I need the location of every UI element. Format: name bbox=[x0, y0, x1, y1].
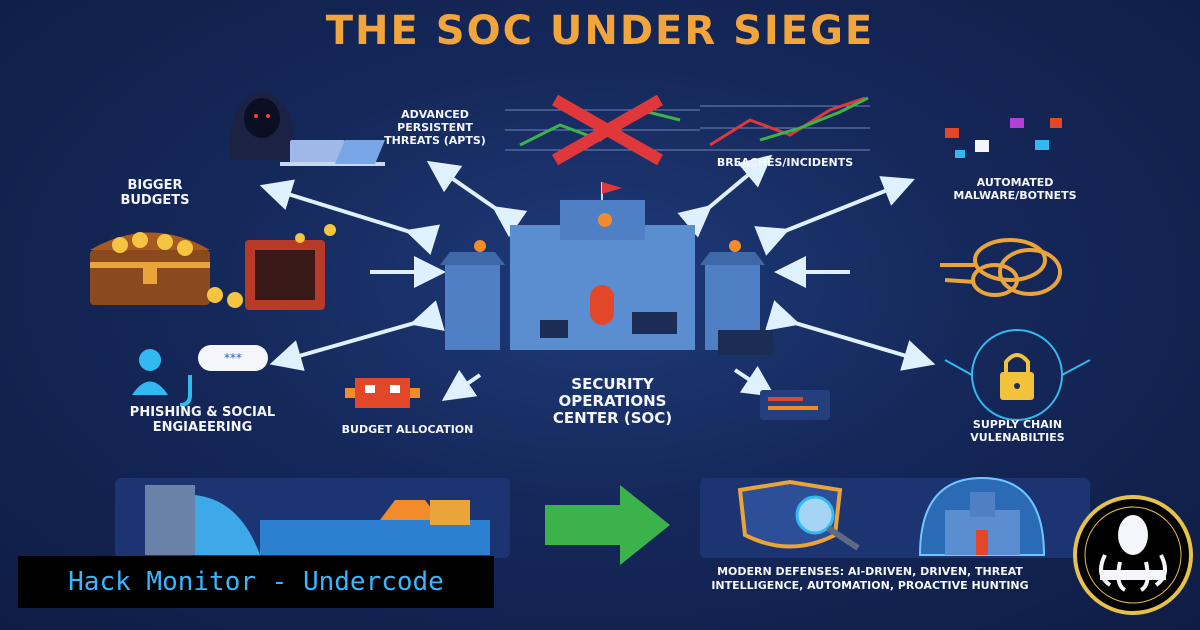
label-apts: ADVANCED PERSISTENT THREATS (APTS) bbox=[384, 108, 486, 147]
label-phishing: PHISHING & SOCIAL ENGIAEERING bbox=[129, 405, 276, 435]
person-hook-chat-icon: *** bbox=[132, 345, 268, 407]
svg-text:***: *** bbox=[224, 351, 242, 365]
octopus-logo-icon bbox=[1073, 495, 1193, 615]
pixel-monster-icon bbox=[345, 378, 420, 408]
treasure-chest-icon bbox=[90, 224, 336, 310]
label-malware: AUTOMATED MALWARE/BOTNETS bbox=[953, 176, 1077, 202]
castle-icon bbox=[440, 182, 773, 355]
label-breaches: BREACHES/INCIDENTS bbox=[716, 156, 854, 169]
shield-magnifier-icon bbox=[737, 479, 860, 551]
rising-line-chart-icon bbox=[700, 96, 870, 151]
watermark-banner: Hack Monitor - Undercode bbox=[18, 556, 494, 608]
tangled-chain-icon bbox=[940, 238, 1062, 297]
padlock-network-icon bbox=[944, 329, 1091, 421]
breach-chart-icon bbox=[505, 94, 700, 166]
label-budget-allocation: BUDGET ALLOCATION bbox=[341, 423, 474, 436]
green-arrow-icon bbox=[545, 485, 670, 565]
bug-skull-icon bbox=[945, 118, 1062, 158]
label-supply-chain: SUPPLY CHAIN VULENABILTIES bbox=[970, 418, 1065, 444]
threat-arrows bbox=[259, 154, 936, 401]
page-title: THE SOC UNDER SIEGE bbox=[325, 8, 875, 54]
label-modern-defenses: MODERN DEFENSES: AI-DRIVEN, DRIVEN, THRE… bbox=[711, 565, 1029, 592]
label-budgets: BIGGER BUDGETS bbox=[120, 178, 190, 208]
label-soc: SECURITY OPERATIONS CENTER (SOC) bbox=[552, 375, 673, 427]
code-panel-icon bbox=[760, 390, 830, 420]
broken-dam-icon bbox=[145, 485, 490, 555]
hooded-hacker-laptop-icon bbox=[229, 90, 385, 166]
domed-castle-icon bbox=[918, 476, 1046, 556]
